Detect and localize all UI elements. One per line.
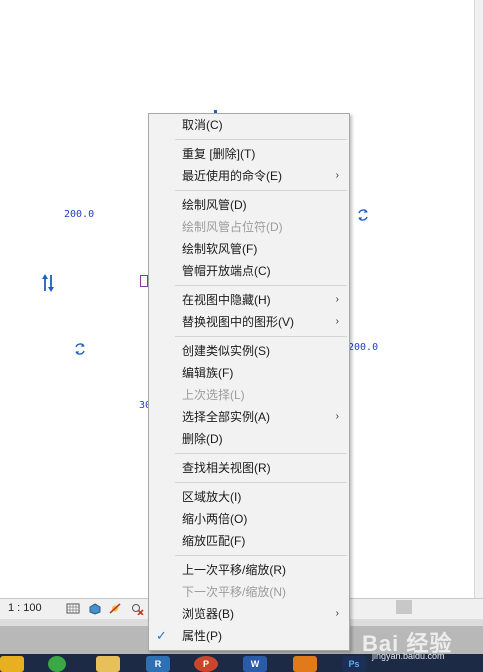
menu-item[interactable]: 浏览器(B) › [149,603,349,625]
view-scale[interactable]: 1 : 100 [8,602,42,614]
menu-item-label: 重复 [删除](T) [182,147,256,161]
submenu-arrow-icon: › [335,608,339,619]
menu-item: 上次选择(L) [149,384,349,406]
menu-item-label: 取消(C) [182,118,223,132]
windows-start-icon[interactable] [0,656,24,672]
file-explorer-icon[interactable] [96,656,120,672]
menu-item-label: 缩小两倍(O) [182,512,248,526]
visual-style-icon[interactable] [88,602,102,615]
menu-item-label: 选择全部实例(A) [182,410,270,424]
menu-item[interactable]: 选择全部实例(A) › [149,406,349,428]
menu-item-label: 最近使用的命令(E) [182,169,282,183]
revit-icon[interactable]: R [146,656,170,672]
powerpoint-icon[interactable]: P [194,656,218,672]
crop-region-toggle[interactable] [396,600,412,614]
shadows-icon[interactable] [130,602,144,615]
photoshop-icon[interactable]: Ps [342,656,366,672]
menu-item: 绘制风管占位符(D) [149,216,349,238]
menu-separator [175,453,347,454]
menu-item[interactable]: 绘制风管(D) [149,194,349,216]
word-icon[interactable]: W [243,656,267,672]
menu-separator [175,555,347,556]
watermark-url: jingyan.baidu.com [372,651,445,661]
menu-item-label: 上次选择(L) [182,388,245,402]
watermark-logo: Bai 经验 [362,631,453,656]
duct-endpoint-marker [214,110,217,113]
sun-path-icon[interactable] [108,602,122,615]
menu-item-label: 绘制风管(D) [182,198,247,212]
menu-item[interactable]: 管帽开放端点(C) [149,260,349,282]
submenu-arrow-icon: › [335,294,339,305]
menu-item-label: 绘制软风管(F) [182,242,258,256]
menu-separator [175,139,347,140]
menu-item[interactable]: 取消(C) [149,114,349,136]
menu-item[interactable]: 替换视图中的图形(V) › [149,311,349,333]
menu-separator [175,285,347,286]
menu-item[interactable]: 区域放大(I) [149,486,349,508]
menu-item[interactable]: 编辑族(F) [149,362,349,384]
menu-item-label: 上一次平移/缩放(R) [182,563,286,577]
flip-arrows-icon[interactable] [41,273,55,293]
menu-item-label: 在视图中隐藏(H) [182,293,271,307]
menu-item-label: 编辑族(F) [182,366,234,380]
detail-level-icon[interactable] [66,602,80,615]
dimension-label-right: 200.0 [348,342,379,353]
context-menu: 取消(C) 重复 [删除](T) 最近使用的命令(E) › 绘制风管(D) 绘制风管占位符… [148,113,350,651]
menu-item[interactable]: 缩放匹配(F) [149,530,349,552]
scrollbar[interactable] [474,0,483,612]
menu-item[interactable]: 重复 [删除](T) [149,143,349,165]
menu-item-label: 绘制风管占位符(D) [182,220,283,234]
browser-360-icon[interactable] [48,656,66,672]
menu-item[interactable]: 查找相关视图(R) [149,457,349,479]
duct-grip-handle[interactable] [140,275,148,287]
menu-separator [175,336,347,337]
menu-item-label: 删除(D) [182,432,223,446]
checkmark-icon: ✓ [156,628,167,643]
submenu-arrow-icon: › [335,170,339,181]
media-player-icon[interactable] [293,656,317,672]
menu-item-label: 下一次平移/缩放(N) [182,585,286,599]
menu-item-label: 查找相关视图(R) [182,461,271,475]
menu-item-label: 区域放大(I) [182,490,242,504]
menu-item[interactable]: 删除(D) [149,428,349,450]
menu-item[interactable]: 最近使用的命令(E) › [149,165,349,187]
menu-item[interactable]: 上一次平移/缩放(R) [149,559,349,581]
menu-item[interactable]: 缩小两倍(O) [149,508,349,530]
submenu-arrow-icon: › [335,411,339,422]
menu-item-label: 属性(P) [182,629,222,643]
rotate-icon[interactable] [356,208,370,222]
rotate-icon[interactable] [73,342,87,356]
menu-item-label: 浏览器(B) [182,607,234,621]
menu-separator [175,482,347,483]
menu-item[interactable]: 创建类似实例(S) [149,340,349,362]
dimension-label-bottom: 30 [139,400,152,411]
menu-item[interactable]: ✓ 属性(P) [149,625,349,647]
taskbar: R P W Ps [0,654,483,672]
menu-item[interactable]: 绘制软风管(F) [149,238,349,260]
menu-item-label: 缩放匹配(F) [182,534,246,548]
menu-separator [175,190,347,191]
dimension-label-left: 200.0 [64,209,95,220]
menu-item-label: 创建类似实例(S) [182,344,270,358]
menu-item: 下一次平移/缩放(N) [149,581,349,603]
menu-item-label: 管帽开放端点(C) [182,264,271,278]
menu-item[interactable]: 在视图中隐藏(H) › [149,289,349,311]
menu-item-label: 替换视图中的图形(V) [182,315,294,329]
submenu-arrow-icon: › [335,316,339,327]
